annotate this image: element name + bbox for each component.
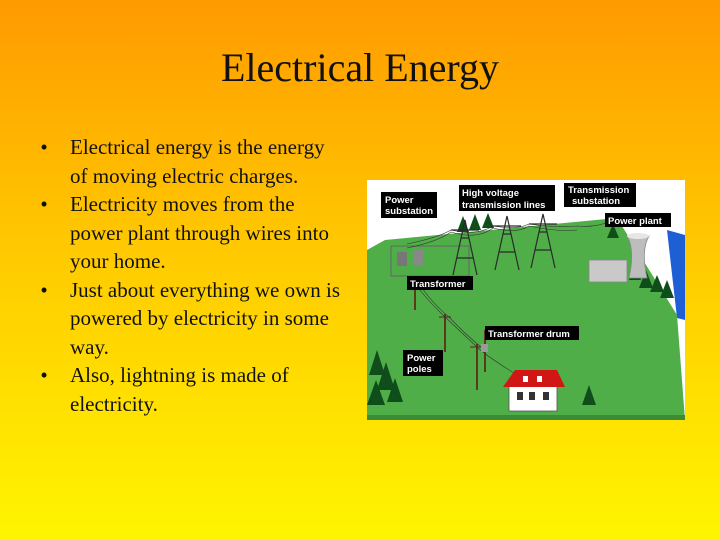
wire [414,283,518,376]
label-text: High voltage [462,188,519,199]
label-power-plant: Power plant [605,213,671,227]
label-text: Power [385,195,414,206]
label-box [485,326,579,340]
label-box [605,213,671,227]
bullet-icon: • [40,277,48,302]
bullet-icon: • [40,192,48,216]
tree [457,216,469,232]
label-text: transmission lines [462,200,545,211]
tree [377,362,395,390]
label-box [407,276,473,290]
label-text: substation [572,196,620,207]
tower [529,213,557,269]
water [667,230,685,320]
tree [469,214,481,230]
bullet-item: • Electrical energy is the energy of movi… [34,133,344,190]
power-plant-building [588,259,628,283]
label-text: Transformer drum [488,329,570,340]
label-transmission-substation: Transmission substation [564,183,636,207]
house-window [543,392,549,400]
wire [406,219,614,245]
power-grid-diagram: Power substation High voltage transmissi… [367,180,685,420]
house-dormer [537,376,542,382]
tree [660,280,674,298]
tree [650,275,664,292]
ground-edge [367,415,685,420]
distribution-wires [414,283,518,376]
cooling-tower-top [627,233,649,239]
bullet-text: Electricity moves from the power plant t… [70,192,329,273]
label-text: Power plant [608,216,663,227]
bullet-item: • Also, lightning is made of electricity. [34,361,344,418]
tree [367,380,385,405]
slide-title: Electrical Energy [220,45,499,90]
label-text: Transmission [568,185,629,196]
bullet-list: • Electrical energy is the energy of movi… [34,133,344,418]
tower [493,215,521,271]
tower [451,219,479,276]
wire [418,283,482,348]
bullet-icon: • [40,135,48,159]
label-power-substation: Power substation [381,192,437,218]
house-roof [503,370,565,387]
substation-transformer [397,252,407,266]
power-grid-illustration: Power substation High voltage transmissi… [367,180,685,420]
tree [582,385,596,405]
bullet-item: • Electricity moves from the power plant … [34,190,344,276]
label-box [403,350,443,376]
bullet-text: Also, lightning is made of electricity. [70,363,289,416]
transformer-drum [481,344,488,352]
label-high-voltage-lines: High voltage transmission lines [459,185,555,211]
wire [406,225,578,249]
label-text: Power [407,353,436,364]
tree [482,213,494,228]
label-transformer-drum: Transformer drum [485,326,579,340]
tree [607,224,619,238]
transmission-towers [451,213,557,276]
label-text: substation [385,206,433,217]
label-power-poles: Power poles [403,350,443,376]
bullet-icon: • [40,363,48,387]
label-text: poles [407,364,432,375]
tree [387,378,403,402]
house-window [529,392,535,400]
bullet-text: Electrical energy is the energy of movin… [70,135,325,188]
bullet-item: • Just about everything we own is powered… [34,276,344,362]
transmission-lines [406,219,614,249]
tree [639,270,653,288]
label-transformer: Transformer [407,276,473,290]
label-box [381,192,437,218]
label-text: Transformer [410,279,466,290]
substation-transformer [413,250,423,266]
tree [369,350,385,375]
label-box [459,185,555,211]
bullet-text: Just about everything we own is powered … [70,277,341,359]
house-dormer [523,376,528,382]
label-box [564,183,636,207]
house-window [517,392,523,400]
